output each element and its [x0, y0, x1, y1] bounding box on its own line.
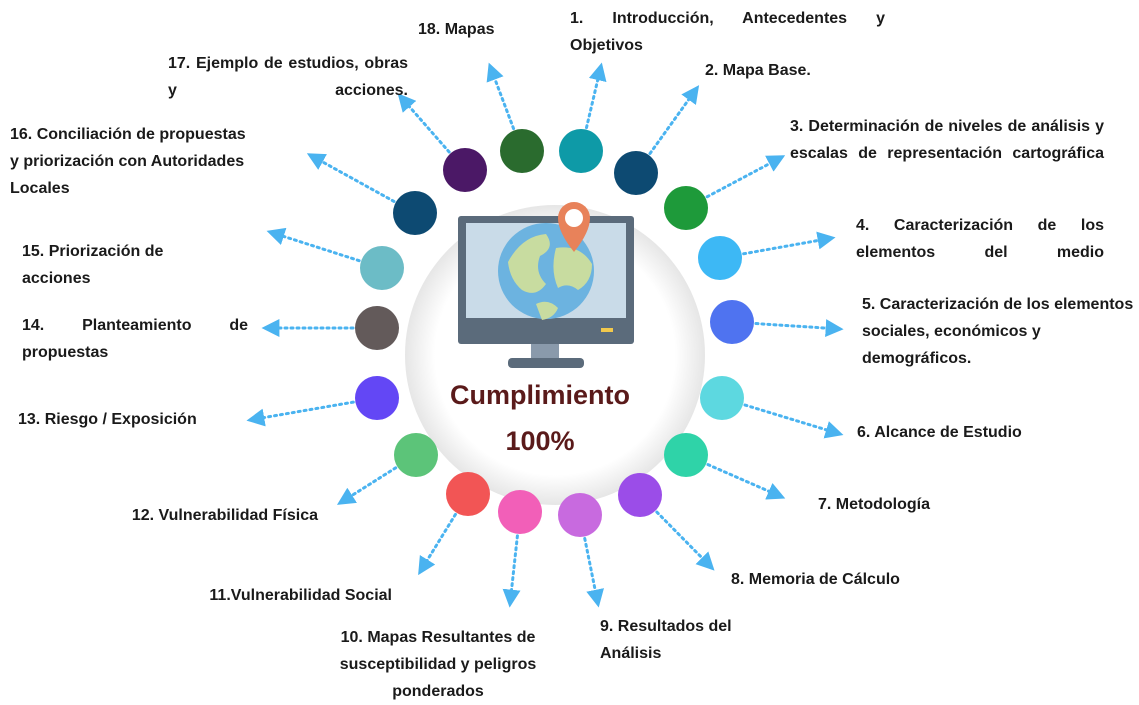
- node-step-18: [500, 129, 544, 173]
- step-label-11: 11.Vulnerabilidad Social: [209, 587, 392, 604]
- arrow-step-17: [397, 93, 451, 154]
- center-percent: 100%: [505, 426, 575, 456]
- nodes-group: [355, 129, 754, 537]
- step-label-5: 5. Caracterización de los elementos soci…: [862, 296, 1134, 367]
- node-step-11: [446, 472, 490, 516]
- step-label-4: 4. Caracterización de los elementos del …: [856, 217, 1104, 261]
- step-label-17: 17. Ejemplo de estudios, obras y accione…: [168, 55, 408, 99]
- step-label-7: 7. Metodología: [818, 496, 930, 513]
- arrow-step-9: [583, 537, 604, 608]
- step-label-14: 14. Planteamiento de propuestas: [22, 317, 248, 361]
- arrow-step-10: [502, 534, 521, 608]
- arrow-step-5: [754, 319, 844, 338]
- arrow-step-8: [655, 510, 715, 571]
- node-step-16: [393, 191, 437, 235]
- step-label-9: 9. Resultados del Análisis: [600, 618, 732, 662]
- step-label-18: 18. Mapas: [418, 21, 495, 38]
- node-step-5: [710, 300, 754, 344]
- step-label-6: 6. Alcance de Estudio: [857, 424, 1022, 441]
- step-label-3: 3. Determinación de niveles de análisis …: [790, 118, 1104, 162]
- step-label-1: 1. Introducción, Antecedentes y Objetivo…: [570, 10, 885, 54]
- node-step-14: [355, 306, 399, 350]
- arrow-step-16: [306, 153, 396, 203]
- arrow-step-15: [266, 227, 361, 263]
- node-step-6: [700, 376, 744, 420]
- node-step-2: [614, 151, 658, 195]
- node-step-9: [558, 493, 602, 537]
- node-step-13: [355, 376, 399, 420]
- location-pin-icon: [558, 202, 590, 252]
- arrow-step-4: [742, 231, 836, 256]
- node-step-8: [618, 473, 662, 517]
- arrow-step-1: [584, 62, 607, 130]
- step-label-16: 16. Conciliación de propuestas y prioriz…: [10, 126, 246, 197]
- step-label-10: 10. Mapas Resultantes de susceptibilidad…: [339, 629, 537, 700]
- node-step-12: [394, 433, 438, 477]
- node-step-15: [360, 246, 404, 290]
- arrow-step-3: [705, 155, 786, 199]
- arrow-step-18: [486, 62, 516, 131]
- arrow-step-6: [743, 403, 844, 439]
- step-label-8: 8. Memoria de Cálculo: [731, 571, 900, 588]
- node-step-7: [664, 433, 708, 477]
- node-step-1: [559, 129, 603, 173]
- arrow-step-7: [706, 463, 786, 500]
- arrow-step-12: [336, 466, 398, 505]
- node-step-3: [664, 186, 708, 230]
- node-step-4: [698, 236, 742, 280]
- arrows-group: [246, 62, 844, 608]
- center-title: Cumplimiento: [450, 380, 630, 410]
- arrow-step-11: [418, 512, 457, 576]
- step-label-2: 2. Mapa Base.: [705, 62, 811, 79]
- node-step-10: [498, 490, 542, 534]
- step-label-13: 13. Riesgo / Exposición: [18, 411, 197, 428]
- arrow-step-13: [246, 400, 355, 427]
- step-label-12: 12. Vulnerabilidad Física: [131, 507, 318, 524]
- step-label-15: 15. Priorización de acciones: [22, 243, 164, 287]
- arrow-step-2: [648, 85, 700, 156]
- node-step-17: [443, 148, 487, 192]
- globe-icon: [498, 223, 594, 320]
